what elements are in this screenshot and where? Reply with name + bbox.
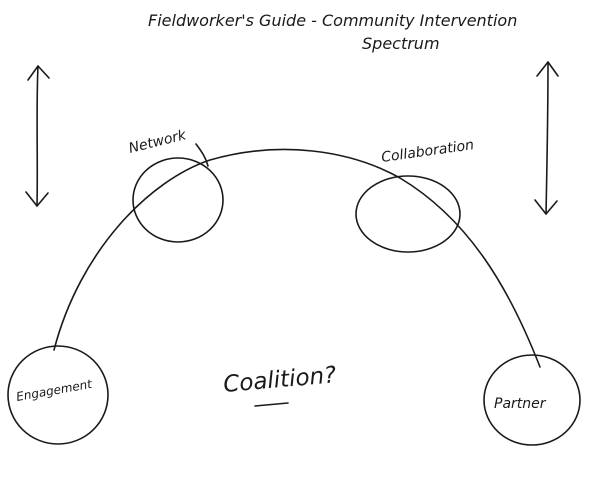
title-line-2: Spectrum	[362, 34, 440, 53]
spectrum-arc	[53, 148, 541, 368]
partner-node-label: Partner	[494, 396, 547, 412]
coalition-underline	[254, 402, 289, 407]
left-double-arrow	[25, 65, 50, 207]
network-connector	[195, 143, 209, 167]
network-node-circle	[132, 157, 224, 243]
partner-node-circle	[483, 354, 581, 446]
engagement-node-circle	[7, 345, 109, 445]
coalition-note: Coalition?	[222, 362, 337, 398]
engagement-node-label: Engagement	[15, 377, 94, 404]
title-line-1: Fieldworker's Guide - Community Interven…	[148, 11, 517, 30]
collaboration-node-circle	[355, 175, 461, 253]
right-double-arrow	[534, 61, 559, 215]
collaboration-node-label: Collaboration	[380, 137, 475, 166]
network-node-label: Network	[127, 127, 188, 157]
